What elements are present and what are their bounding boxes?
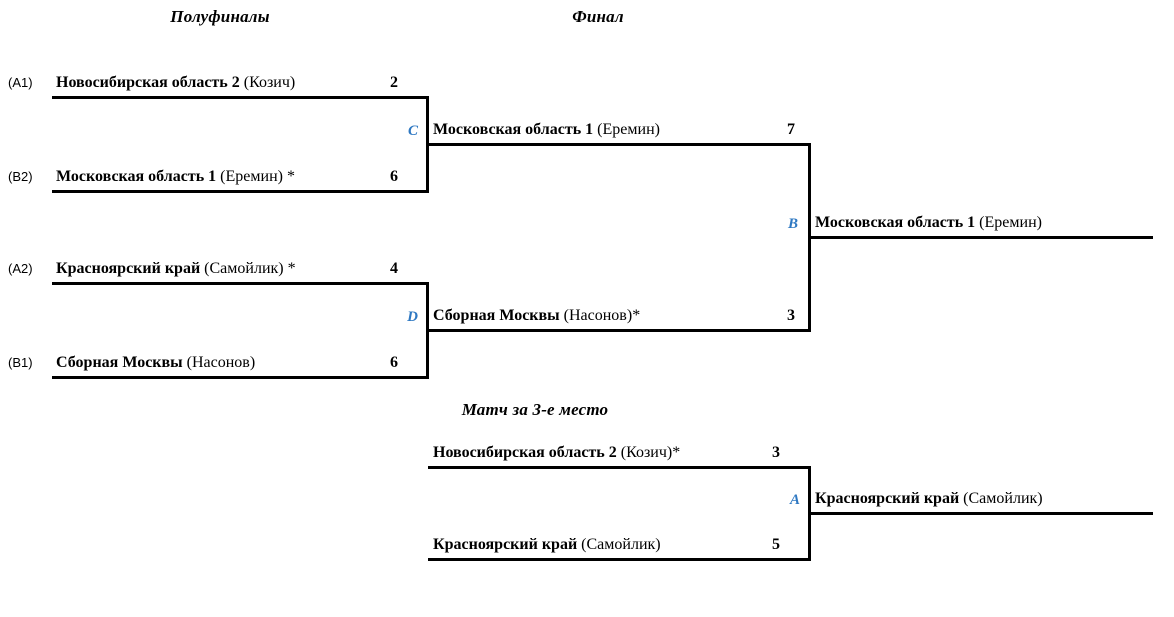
final-winner-coach-name: (Еремин) [979, 214, 1042, 231]
sf2-bottom-entry: Сборная Москвы(Насонов) [56, 353, 255, 373]
third-bottom-team-name: Красноярский край [433, 536, 578, 553]
sf1-bottom-row: (B2) Московская область 1(Еремин) * 6 [0, 167, 1174, 187]
sf1-top-score: 2 [390, 74, 398, 91]
sf2-bottom-team-name: Сборная Москвы [56, 354, 183, 371]
third-bottom-line [428, 558, 811, 561]
sf1-top-line [52, 96, 429, 99]
third-top-team-name: Новосибирская область 2 [433, 444, 617, 461]
third-bottom-row: Красноярский край(Самойлик) 5 [0, 535, 1174, 555]
third-winner-entry: Красноярский край(Самойлик) [815, 489, 1043, 509]
sf1-bottom-team-name: Московская область 1 [56, 168, 217, 185]
sf1-bottom-line [52, 190, 429, 193]
sf1-top-coach-name: (Козич) [243, 74, 296, 91]
final-bottom-line [426, 329, 811, 332]
third-winner-row: Красноярский край(Самойлик) [0, 489, 1174, 509]
final-top-score: 7 [787, 121, 795, 138]
semifinals-header: Полуфиналы [170, 7, 270, 26]
final-winner-line [808, 236, 1153, 239]
sf1-top-team-name: Новосибирская область 2 [56, 74, 240, 91]
sf1-top-row: (A1) Новосибирская область 2(Козич) 2 [0, 73, 1174, 93]
third-winner-team-name: Красноярский край [815, 490, 960, 507]
sf2-bottom-score: 6 [390, 354, 398, 371]
final-bottom-entry: Сборная Москвы(Насонов)* [433, 306, 640, 326]
final-header: Финал [572, 7, 624, 26]
third-winner-line [808, 512, 1153, 515]
sf1-bottom-coach-name: (Еремин) * [220, 168, 295, 185]
sf2-bottom-row: (B1) Сборная Москвы(Насонов) 6 [0, 353, 1174, 373]
final-winner-row: Московская область 1(Еремин) [0, 213, 1174, 233]
third-top-entry: Новосибирская область 2(Козич)* [433, 443, 680, 463]
sf2-top-score: 4 [390, 260, 398, 277]
sf1-bottom-seed: (B2) [8, 169, 33, 184]
third-top-row: Новосибирская область 2(Козич)* 3 [0, 443, 1174, 463]
third-bottom-entry: Красноярский край(Самойлик) [433, 535, 661, 555]
final-top-row: Московская область 1(Еремин) 7 [0, 120, 1174, 140]
sf1-bottom-entry: Московская область 1(Еремин) * [56, 167, 295, 187]
sf2-top-row: (A2) Красноярский край(Самойлик) * 4 [0, 259, 1174, 279]
sf2-top-team-name: Красноярский край [56, 260, 201, 277]
sf2-bottom-coach-name: (Насонов) [186, 354, 256, 371]
sf2-match-label: D [407, 309, 418, 325]
third-bottom-coach-name: (Самойлик) [581, 536, 661, 553]
sf2-bottom-seed: (B1) [8, 355, 33, 370]
sf1-match-label: C [407, 123, 418, 139]
final-winner-team-name: Московская область 1 [815, 214, 976, 231]
final-top-team-name: Московская область 1 [433, 121, 594, 138]
sf1-bottom-score: 6 [390, 168, 398, 185]
sf1-top-seed: (A1) [8, 75, 33, 90]
third-place-header: Матч за 3-е место [461, 400, 609, 419]
sf1-top-entry: Новосибирская область 2(Козич) [56, 73, 295, 93]
sf2-top-seed: (A2) [8, 261, 33, 276]
third-winner-coach-name: (Самойлик) [963, 490, 1043, 507]
third-match-label: A [789, 492, 800, 508]
final-bottom-coach-name: (Насонов)* [563, 307, 641, 324]
final-top-coach-name: (Еремин) [597, 121, 660, 138]
sf2-bottom-line [52, 376, 429, 379]
final-bottom-row: Сборная Москвы(Насонов)* 3 [0, 306, 1174, 326]
third-top-score: 3 [772, 444, 780, 461]
final-top-line [426, 143, 811, 146]
final-match-label: B [787, 216, 798, 232]
sf2-top-coach-name: (Самойлик) * [204, 260, 296, 277]
final-top-entry: Московская область 1(Еремин) [433, 120, 660, 140]
final-bottom-team-name: Сборная Москвы [433, 307, 560, 324]
third-top-coach-name: (Козич)* [620, 444, 681, 461]
sf2-top-line [52, 282, 429, 285]
third-bottom-score: 5 [772, 536, 780, 553]
third-top-line [428, 466, 811, 469]
final-winner-entry: Московская область 1(Еремин) [815, 213, 1042, 233]
sf2-top-entry: Красноярский край(Самойлик) * [56, 259, 296, 279]
final-bottom-score: 3 [787, 307, 795, 324]
